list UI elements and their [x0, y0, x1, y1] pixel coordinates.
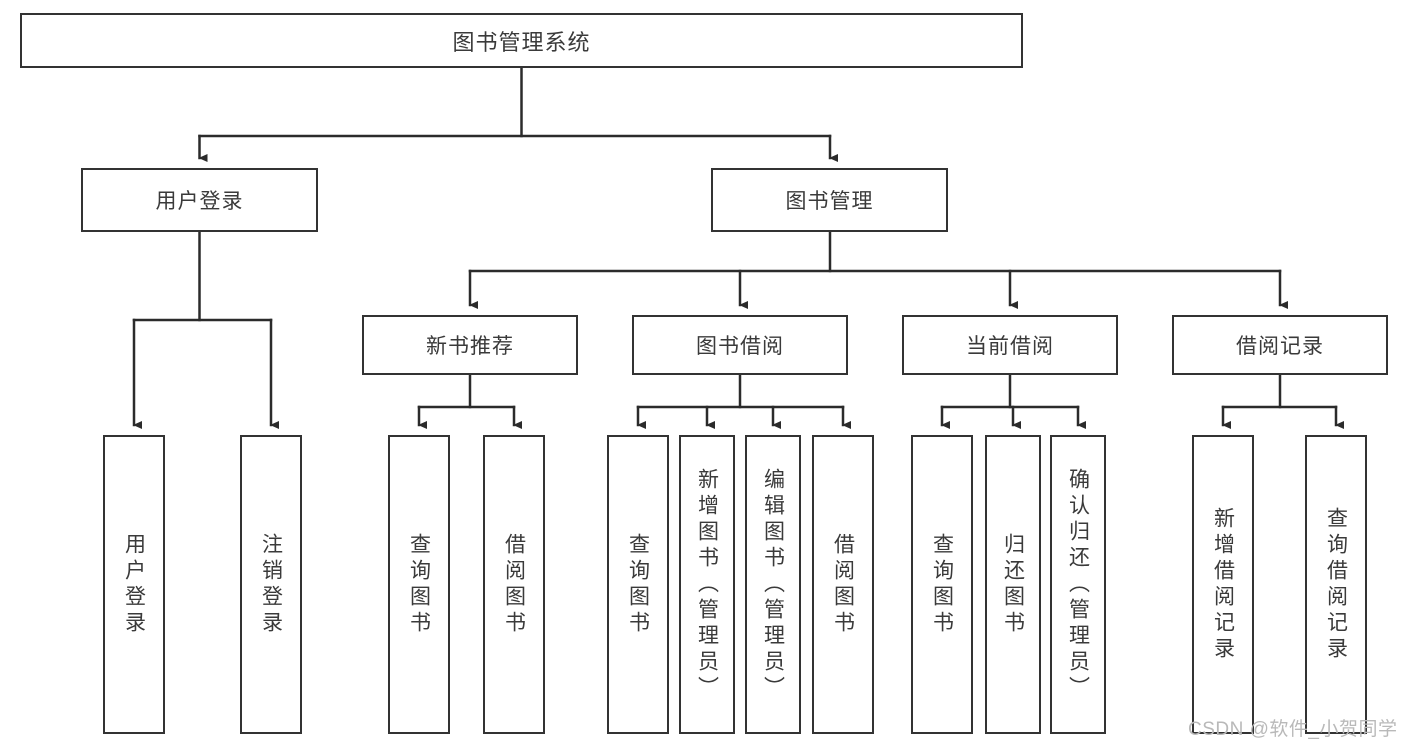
node-leaf-return-book[interactable]: 归还图书 — [985, 435, 1041, 734]
node-level3-borrow-record[interactable]: 借阅记录 — [1172, 315, 1388, 375]
node-level3-new-book-recommend[interactable]: 新书推荐 — [362, 315, 578, 375]
node-leaf-add-book-admin[interactable]: 新增图书（管理员） — [679, 435, 735, 734]
node-level3-current-borrow[interactable]: 当前借阅 — [902, 315, 1118, 375]
node-leaf-query-book-borrow[interactable]: 查询图书 — [607, 435, 669, 734]
node-root[interactable]: 图书管理系统 — [20, 13, 1023, 68]
node-leaf-query-book-current[interactable]: 查询图书 — [911, 435, 973, 734]
node-leaf-borrow-book[interactable]: 借阅图书 — [812, 435, 874, 734]
node-level3-book-borrow[interactable]: 图书借阅 — [632, 315, 848, 375]
node-leaf-user-login[interactable]: 用户登录 — [103, 435, 165, 734]
node-leaf-add-borrow-record[interactable]: 新增借阅记录 — [1192, 435, 1254, 734]
node-leaf-edit-book-admin[interactable]: 编辑图书（管理员） — [745, 435, 801, 734]
node-leaf-borrow-book-newbook[interactable]: 借阅图书 — [483, 435, 545, 734]
node-level2-book-management[interactable]: 图书管理 — [711, 168, 948, 232]
node-leaf-query-book-newbook[interactable]: 查询图书 — [388, 435, 450, 734]
node-leaf-logout[interactable]: 注销登录 — [240, 435, 302, 734]
csdn-watermark: CSDN @软件_小贺同学 — [1188, 719, 1398, 740]
node-leaf-confirm-return-admin[interactable]: 确认归还（管理员） — [1050, 435, 1106, 734]
node-level2-user-login[interactable]: 用户登录 — [81, 168, 318, 232]
node-leaf-query-borrow-record[interactable]: 查询借阅记录 — [1305, 435, 1367, 734]
